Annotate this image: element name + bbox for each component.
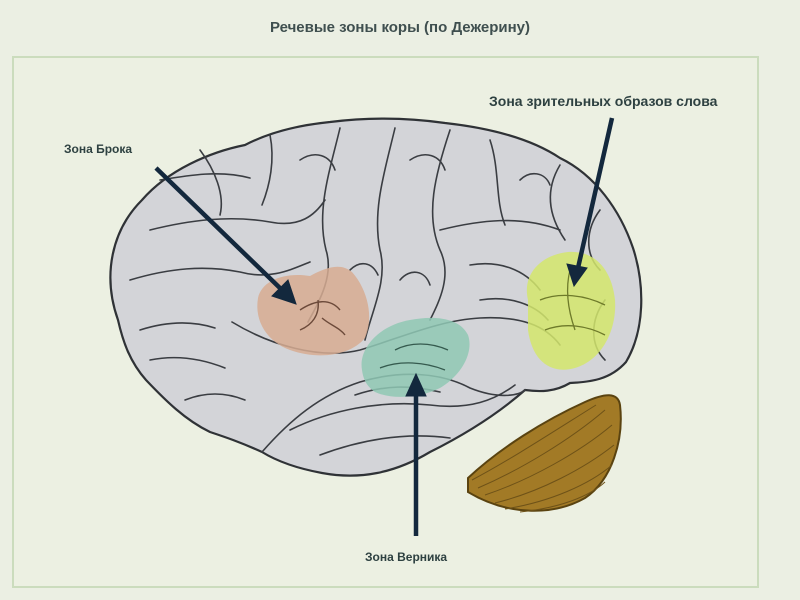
slide-title: Речевые зоны коры (по Дежерину) [269, 19, 531, 36]
cerebellum-folia [471, 404, 615, 513]
wernicke-zone [361, 317, 470, 397]
label-broca-zone: Зона Брока [64, 142, 133, 156]
broca-arrow-head [271, 279, 297, 305]
visual-word-zone [526, 251, 616, 370]
visual-arrow-head [566, 263, 588, 288]
cerebellum [467, 394, 622, 513]
visual-arrow [575, 117, 615, 269]
wernicke-arrow-head [405, 372, 427, 397]
broca-arrow [154, 166, 284, 292]
arrows [154, 117, 615, 536]
label-wernicke-zone: Зона Верника [365, 550, 448, 564]
brain-hemisphere [109, 117, 643, 477]
broca-zone-gyri [299, 299, 346, 336]
wernicke-zone-gyri [379, 343, 449, 371]
visual-zone-gyri [539, 269, 606, 336]
label-visual-word-zone: Зона зрительных образов слова [489, 93, 718, 109]
